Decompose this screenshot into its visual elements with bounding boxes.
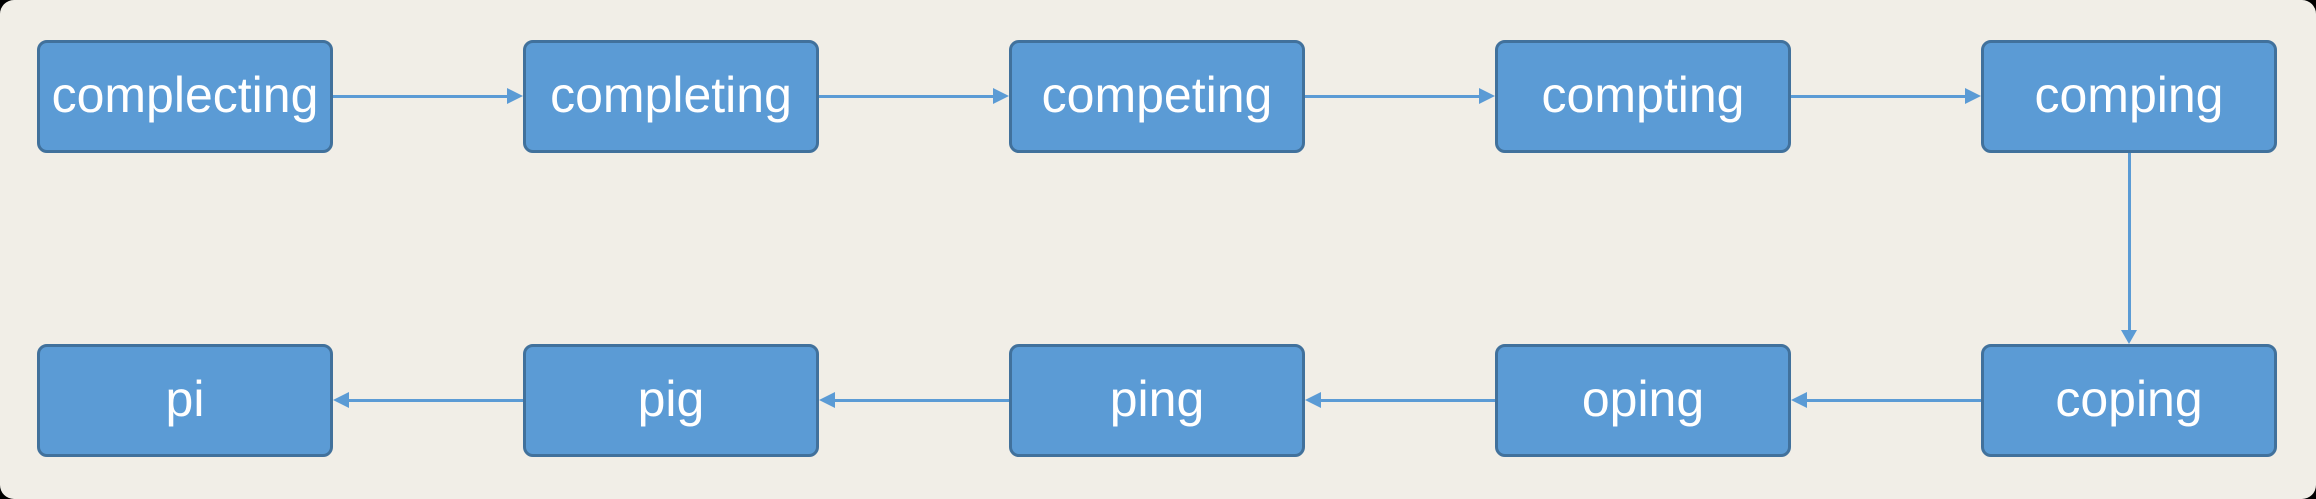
arrow-right-icon — [819, 88, 1009, 104]
arrow-right-icon — [1791, 88, 1981, 104]
flowchart-bottom-row: pi pig ping oping coping — [37, 344, 2277, 457]
arrow-left-icon — [1791, 392, 1981, 408]
node-completing: completing — [523, 40, 819, 153]
node-comping: comping — [1981, 40, 2277, 153]
node-competing: competing — [1009, 40, 1305, 153]
arrow-left-icon — [1305, 392, 1495, 408]
node-compting: compting — [1495, 40, 1791, 153]
node-oping: oping — [1495, 344, 1791, 457]
arrow-right-icon — [1305, 88, 1495, 104]
arrow-left-icon — [333, 392, 523, 408]
arrow-left-icon — [819, 392, 1009, 408]
node-pi: pi — [37, 344, 333, 457]
node-ping: ping — [1009, 344, 1305, 457]
arrow-down-icon — [2121, 153, 2137, 344]
node-pig: pig — [523, 344, 819, 457]
node-coping: coping — [1981, 344, 2277, 457]
flowchart-top-row: complecting completing competing comptin… — [37, 40, 2277, 153]
node-complecting: complecting — [37, 40, 333, 153]
arrow-right-icon — [333, 88, 523, 104]
